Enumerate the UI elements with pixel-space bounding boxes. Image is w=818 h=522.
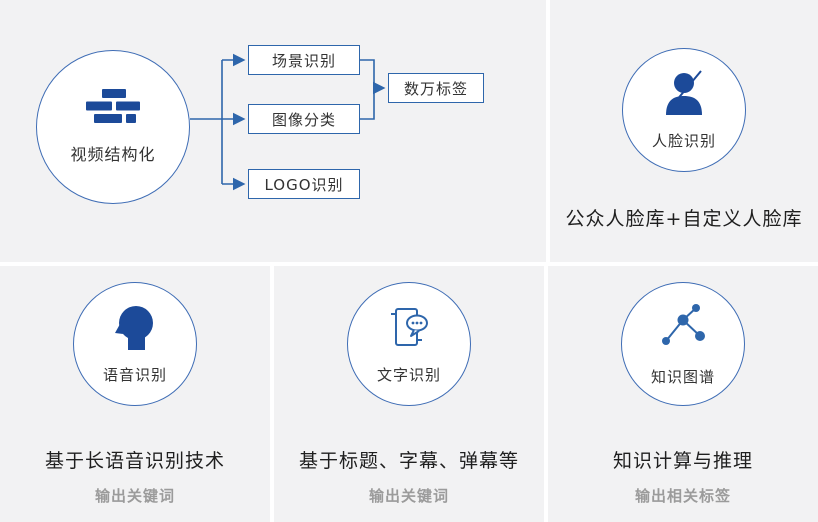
- speech-recognition-panel: 语音识别 基于长语音识别技术 输出关键词: [0, 266, 270, 522]
- network-graph-icon: [655, 302, 711, 356]
- logo-recognition-box: LOGO识别: [248, 169, 360, 199]
- ocr-caption: 基于标题、字幕、弹幕等: [298, 450, 519, 472]
- speech-caption: 基于长语音识别技术: [44, 450, 225, 472]
- face-library-caption: 公众人脸库+自定义人脸库: [565, 208, 803, 230]
- tags-result-box: 数万标签: [388, 73, 484, 103]
- video-structuring-panel: 视频结构化 场景识别 图像分类 LOGO识别 数万标签: [0, 0, 546, 262]
- knowledge-graph-panel: 知识图谱 知识计算与推理 输出相关标签: [548, 266, 818, 522]
- video-structuring-label: 视频结构化: [70, 145, 156, 164]
- kg-caption: 知识计算与推理: [612, 450, 753, 472]
- knowledge-graph-circle: 知识图谱: [621, 282, 745, 406]
- face-recognition-circle: 人脸识别: [622, 48, 746, 172]
- scroll-speech-bubble-icon: [386, 304, 432, 354]
- scene-recognition-box: 场景识别: [248, 45, 360, 75]
- speech-recognition-circle: 语音识别: [73, 282, 197, 406]
- text-recognition-circle: 文字识别: [347, 282, 471, 406]
- text-recognition-panel: 文字识别 基于标题、字幕、弹幕等 输出关键词: [274, 266, 544, 522]
- speech-subcaption: 输出关键词: [94, 487, 175, 505]
- knowledge-graph-label: 知识图谱: [650, 367, 715, 386]
- speech-head-icon: [114, 304, 156, 354]
- kg-subcaption: 输出相关标签: [634, 487, 731, 505]
- face-recognition-label: 人脸识别: [651, 131, 716, 150]
- video-structuring-icon: [84, 89, 142, 127]
- speech-recognition-label: 语音识别: [102, 365, 167, 384]
- face-icon: [663, 69, 705, 120]
- ocr-subcaption: 输出关键词: [368, 487, 449, 505]
- image-classification-box: 图像分类: [248, 104, 360, 134]
- face-recognition-panel: 人脸识别 公众人脸库+自定义人脸库: [550, 0, 818, 262]
- video-structuring-circle: 视频结构化: [36, 50, 190, 204]
- text-recognition-label: 文字识别: [376, 365, 441, 384]
